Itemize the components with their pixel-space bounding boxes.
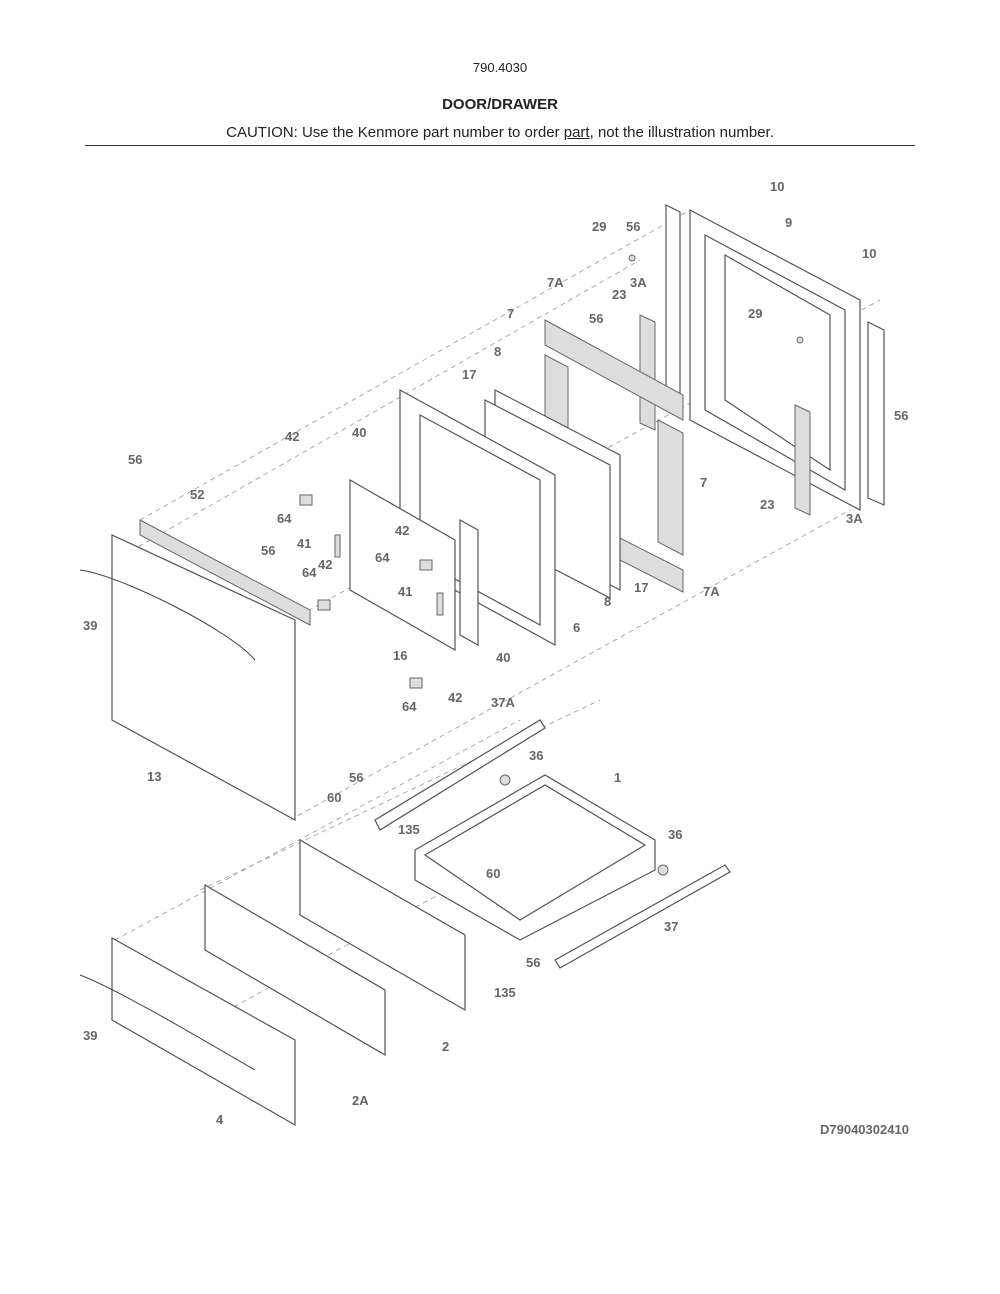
callout-label: 10 <box>770 179 784 194</box>
callout-label: 29 <box>592 219 606 234</box>
callout-label: 56 <box>526 955 540 970</box>
caution-prefix: CAUTION: Use the Kenmore part number to … <box>226 124 564 141</box>
callout-label: 41 <box>297 536 311 551</box>
callout-label: 2A <box>352 1093 369 1108</box>
door-handle-39-upper <box>79 569 256 661</box>
callout-label: 135 <box>398 822 420 837</box>
callout-label: 56 <box>626 219 640 234</box>
door-hinge-bracket-40 <box>459 518 479 647</box>
callout-label: 36 <box>529 748 543 763</box>
caution-suffix: , not the illustration number. <box>589 124 774 141</box>
callout-label: 60 <box>327 790 341 805</box>
callout-label: 64 <box>302 565 317 580</box>
callout-label: 23 <box>760 497 774 512</box>
vent-trim-52 <box>139 519 311 626</box>
header-rule <box>85 145 915 146</box>
hinge-23-lower <box>794 404 811 516</box>
callout-label: 41 <box>398 584 412 599</box>
inner-glass-16 <box>349 478 456 652</box>
callout-label: 7 <box>700 475 707 490</box>
callout-label: 9 <box>785 215 792 230</box>
callout-label: 39 <box>83 1028 97 1043</box>
side-trim-3a-left <box>665 204 681 401</box>
callout-label: 40 <box>352 425 366 440</box>
callout-label: 42 <box>285 429 299 444</box>
callout-label: 56 <box>261 543 275 558</box>
callout-label: 135 <box>494 985 516 1000</box>
callout-label: 13 <box>147 769 161 784</box>
callout-label: 23 <box>612 287 626 302</box>
inner-door-frame-9 <box>689 209 861 511</box>
callout-label: 37 <box>664 919 678 934</box>
callout-label: 64 <box>277 511 292 526</box>
callout-label: 29 <box>748 306 762 321</box>
page-title: DOOR/DRAWER <box>442 96 558 113</box>
callout-label: 7A <box>703 584 720 599</box>
callout-label: 56 <box>589 311 603 326</box>
callout-label: 16 <box>393 648 407 663</box>
callout-label: 1 <box>614 770 621 785</box>
callout-label: 36 <box>668 827 682 842</box>
callout-label: 7A <box>547 275 564 290</box>
drawer-glass-2a <box>204 883 386 1057</box>
drawer-slide-37a <box>374 719 546 831</box>
small-parts <box>299 254 804 689</box>
insulation-7-right <box>657 419 684 556</box>
drawer-box-1 <box>414 774 656 941</box>
diagram-code: D79040302410 <box>820 1122 909 1137</box>
callout-label: 3A <box>630 275 647 290</box>
callout-label: 6 <box>573 620 580 635</box>
callout-label: 40 <box>496 650 510 665</box>
callout-label: 8 <box>604 594 611 609</box>
caution-note: CAUTION: Use the Kenmore part number to … <box>0 124 1000 141</box>
callout-label: 17 <box>462 367 476 382</box>
callout-label: 37A <box>491 695 515 710</box>
drawer-handle-39 <box>79 974 256 1071</box>
callout-label: 17 <box>634 580 648 595</box>
callout-label: 10 <box>862 246 876 261</box>
callout-label: 39 <box>83 618 97 633</box>
callout-label: 52 <box>190 487 204 502</box>
model-number: 790.4030 <box>472 60 528 75</box>
outer-door-panel-13 <box>111 534 296 822</box>
callout-label: 42 <box>395 523 409 538</box>
callout-label: 2 <box>442 1039 449 1054</box>
insulation-7a-top <box>544 319 684 421</box>
callout-label: 56 <box>894 408 908 423</box>
callout-label: 64 <box>375 550 390 565</box>
callout-label: 56 <box>128 452 142 467</box>
callout-label: 3A <box>846 511 863 526</box>
callout-label: 56 <box>349 770 363 785</box>
drawer-slide-37 <box>554 864 731 969</box>
callout-label: 42 <box>318 557 332 572</box>
drawer-front-frame-2 <box>299 838 466 1012</box>
callout-label: 60 <box>486 866 500 881</box>
caution-part-link[interactable]: part <box>563 124 590 141</box>
callout-label: 7 <box>507 306 514 321</box>
drawer-outer-panel-4 <box>111 936 296 1127</box>
callout-label: 8 <box>494 344 501 359</box>
callout-label: 42 <box>448 690 462 705</box>
callout-label: 4 <box>216 1112 224 1127</box>
drawer-rollers-36 <box>499 774 669 876</box>
side-trim-3a-right <box>867 321 885 506</box>
callout-label: 64 <box>402 699 417 714</box>
